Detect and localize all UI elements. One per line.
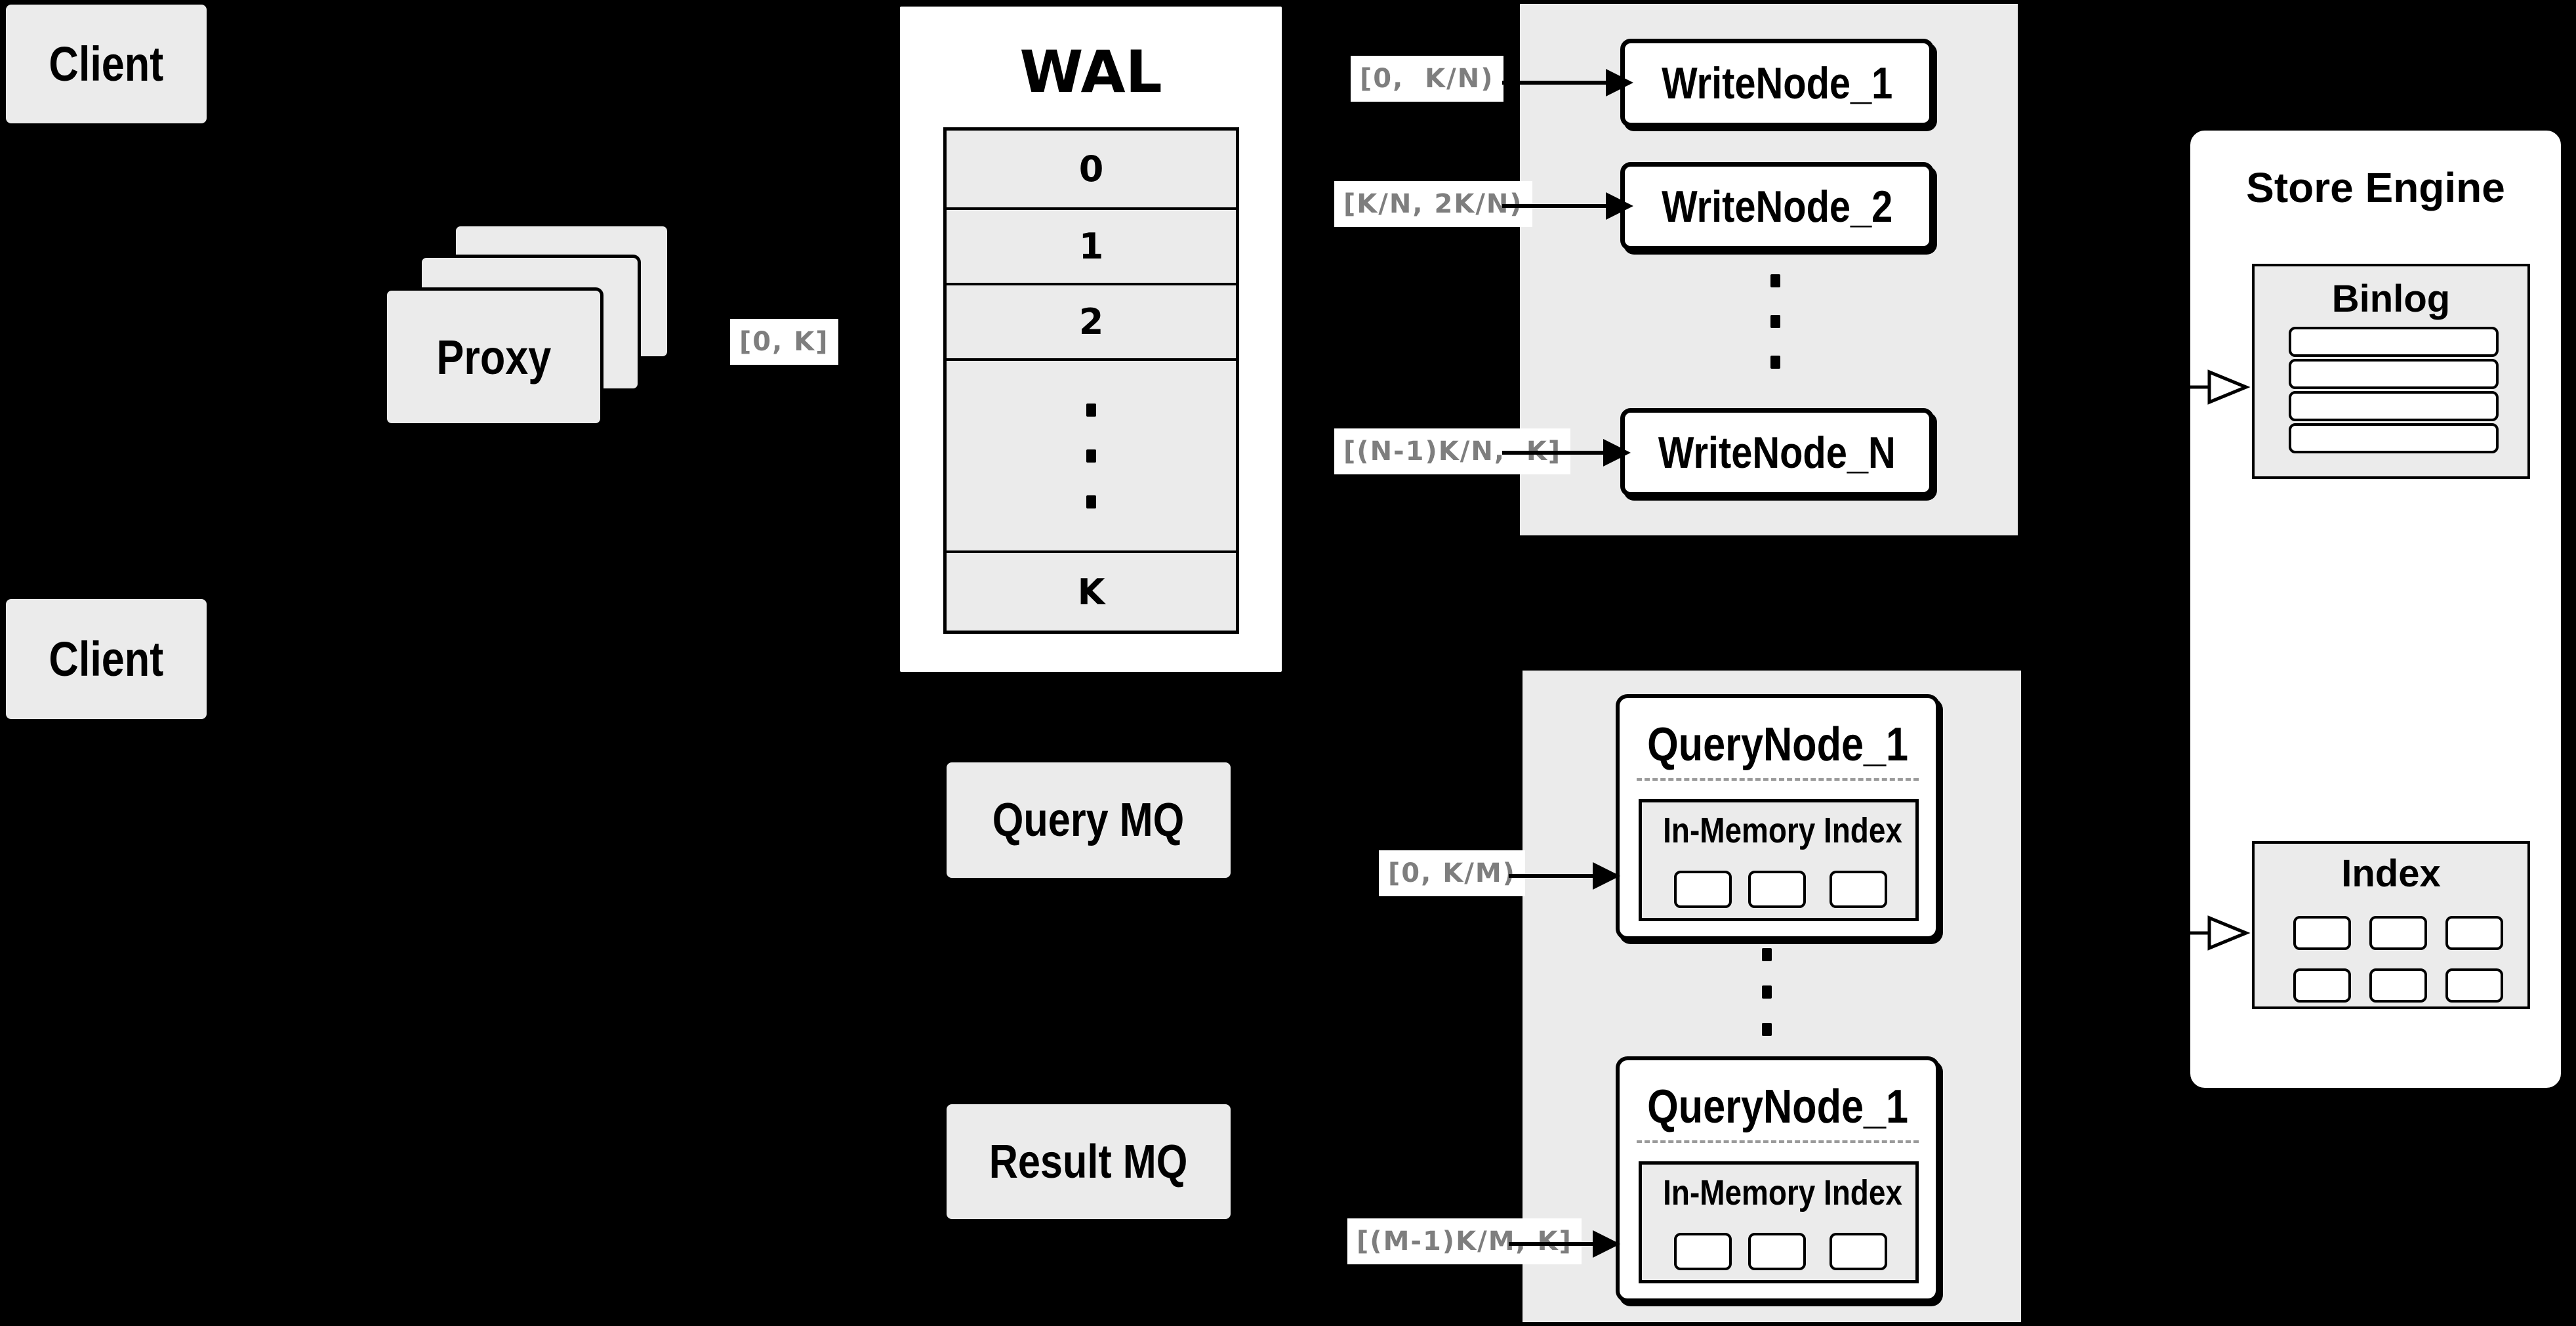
in-memory-index-title: In-Memory Index <box>1663 811 1902 850</box>
ellipsis-query-nodes-icon <box>1762 948 1772 1036</box>
index-cell <box>2369 968 2427 1003</box>
write-node-n: WriteNode_N <box>1620 408 1934 497</box>
ellipsis-dots-icon <box>1086 403 1096 508</box>
dashed-divider <box>1637 778 1919 781</box>
hollow-arrow-to-binlog-icon <box>2144 369 2251 405</box>
proxy-range-label: [0, K] <box>730 319 838 365</box>
query-mq-box: Query MQ <box>947 762 1231 878</box>
index-cell <box>2445 968 2503 1003</box>
query-range-label-2: [(M-1)K/M, K] <box>1347 1218 1582 1264</box>
arrow-to-query-node-2-icon <box>1509 1230 1620 1258</box>
dashed-divider <box>1637 1140 1919 1143</box>
write-node-2: WriteNode_2 <box>1620 162 1934 251</box>
binlog-row <box>2289 391 2499 421</box>
write-node-label: WriteNode_2 <box>1661 181 1893 232</box>
index-cell <box>2293 916 2351 950</box>
wal-slot-ellipsis <box>947 358 1236 550</box>
index-cell <box>2293 968 2351 1003</box>
query-node-title: QueryNode_1 <box>1647 1081 1908 1133</box>
store-engine-title: Store Engine <box>2246 164 2505 211</box>
write-range-label-2: [K/N, 2K/N) <box>1334 181 1532 227</box>
index-cell <box>2369 916 2427 950</box>
client-label: Client <box>49 37 164 91</box>
index-title: Index <box>2341 852 2441 895</box>
memory-segment-cell <box>1748 871 1806 908</box>
index-cell <box>2445 916 2503 950</box>
write-node-label: WriteNode_1 <box>1661 58 1893 108</box>
in-memory-index-box: In-Memory Index <box>1639 1161 1919 1283</box>
query-range-label-1: [0, K/M) <box>1379 850 1525 896</box>
binlog-row <box>2289 359 2499 389</box>
query-node-1: QueryNode_1 In-Memory Index <box>1616 694 1940 940</box>
binlog-box: Binlog <box>2252 264 2530 479</box>
proxy-card-front: Proxy <box>384 287 603 426</box>
proxy-label: Proxy <box>436 329 551 384</box>
wal-panel: WAL 0 1 2 K <box>897 4 1284 674</box>
memory-segment-cell <box>1674 1233 1732 1270</box>
binlog-row <box>2289 423 2499 453</box>
client-box-top: Client <box>6 5 207 123</box>
memory-segment-cell <box>1674 871 1732 908</box>
wal-title: WAL <box>1019 38 1162 106</box>
write-range-label-1: [0, K/N) <box>1351 56 1503 102</box>
wal-slot-1: 1 <box>947 207 1236 283</box>
query-node-2: QueryNode_1 In-Memory Index <box>1616 1056 1940 1302</box>
in-memory-index-box: In-Memory Index <box>1639 799 1919 921</box>
store-engine-panel: Store Engine Binlog Index <box>2188 128 2564 1090</box>
result-mq-box: Result MQ <box>947 1104 1231 1219</box>
query-mq-label: Query MQ <box>992 794 1185 846</box>
write-node-1: WriteNode_1 <box>1620 39 1934 127</box>
hollow-arrow-to-index-icon <box>2144 915 2251 951</box>
memory-segment-cell <box>1830 1233 1887 1270</box>
memory-segment-cell <box>1748 1233 1806 1270</box>
arrow-to-write-node-1-icon <box>1502 69 1633 96</box>
query-node-title: QueryNode_1 <box>1647 718 1908 771</box>
in-memory-index-title: In-Memory Index <box>1663 1173 1902 1212</box>
arrow-to-write-node-2-icon <box>1502 192 1633 220</box>
wal-slot-2: 2 <box>947 283 1236 358</box>
index-box: Index <box>2252 841 2530 1009</box>
result-mq-label: Result MQ <box>989 1135 1188 1188</box>
binlog-row <box>2289 327 2499 357</box>
ellipsis-write-nodes-icon <box>1770 274 1780 369</box>
arrow-to-query-node-1-icon <box>1509 862 1620 890</box>
wal-slot-0: 0 <box>947 131 1236 207</box>
client-box-bottom: Client <box>6 599 207 719</box>
binlog-title: Binlog <box>2331 278 2451 320</box>
memory-segment-cell <box>1830 871 1887 908</box>
client-label: Client <box>49 632 164 686</box>
wal-slot-k: K <box>947 550 1236 631</box>
wal-table: 0 1 2 K <box>943 127 1239 634</box>
arrow-to-write-node-n-icon <box>1502 439 1631 466</box>
write-node-label: WriteNode_N <box>1658 427 1896 478</box>
